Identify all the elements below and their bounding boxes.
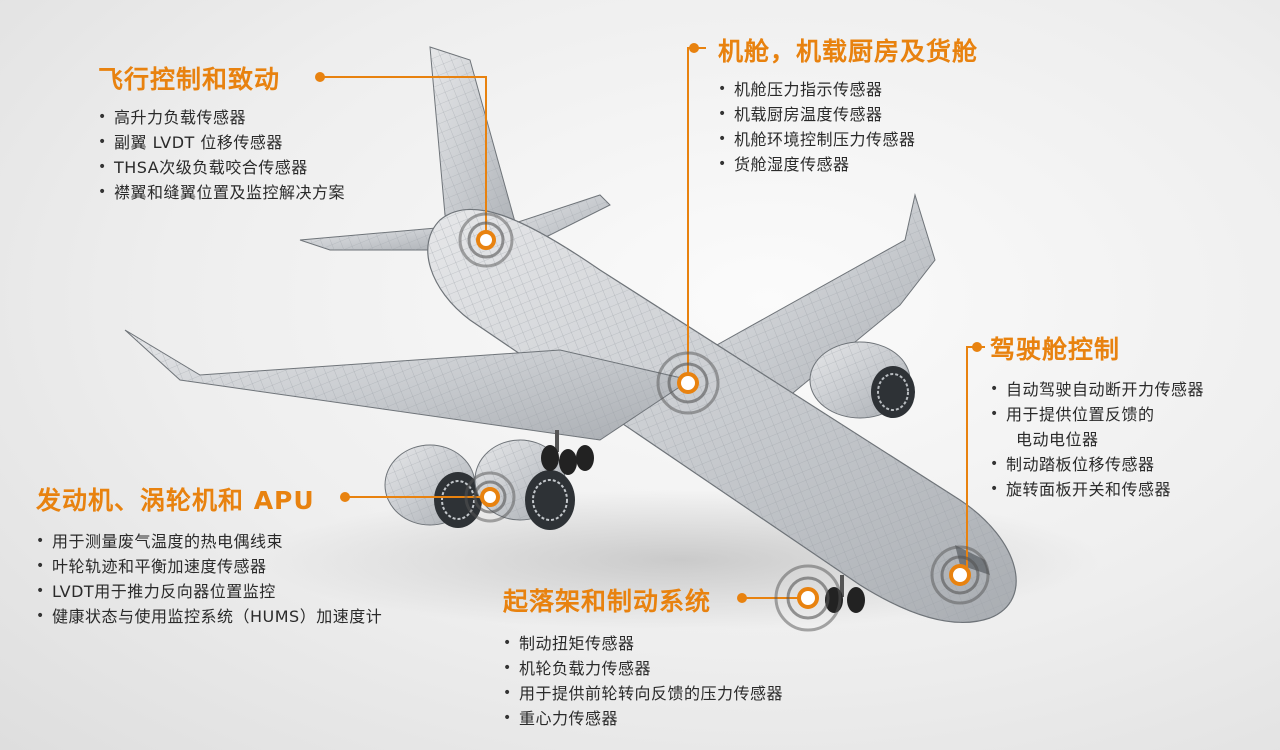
- bullet-list: 机舱压力指示传感器 机载厨房温度传感器 机舱环境控制压力传感器 货舱湿度传感器: [718, 77, 978, 177]
- flight-control-section: 飞行控制和致动 高升力负载传感器 副翼 LVDT 位移传感器 THSA次级负载咬…: [98, 60, 345, 205]
- cabin-section: 机舱，机载厨房及货舱 机舱压力指示传感器 机载厨房温度传感器 机舱环境控制压力传…: [718, 32, 978, 177]
- list-item: 机舱环境控制压力传感器: [718, 127, 978, 152]
- list-item: LVDT用于推力反向器位置监控: [36, 579, 382, 604]
- flight-control-hotspot: [315, 72, 514, 268]
- left-outer-engine: [384, 444, 482, 528]
- list-item: 机轮负载力传感器: [503, 656, 783, 681]
- section-title: 起落架和制动系统: [503, 587, 712, 616]
- engine-hotspot: [340, 471, 516, 523]
- list-item: 健康状态与使用监控系统（HUMS）加速度计: [36, 604, 382, 629]
- section-title: 驾驶舱控制: [990, 335, 1121, 364]
- list-item: 机舱压力指示传感器: [718, 77, 978, 102]
- fuselage: [427, 208, 1017, 623]
- list-item: 自动驾驶自动断开力传感器: [990, 377, 1204, 402]
- bullet-list: 制动扭矩传感器 机轮负载力传感器 用于提供前轮转向反馈的压力传感器 重心力传感器: [503, 631, 783, 731]
- list-item: 电动电位器: [1016, 430, 1099, 449]
- bullet-list: 高升力负载传感器 副翼 LVDT 位移传感器 THSA次级负载咬合传感器 襟翼和…: [98, 105, 345, 205]
- engine-section: 发动机、涡轮机和 APU 用于测量废气温度的热电偶线束 叶轮轨迹和平衡加速度传感…: [36, 481, 382, 629]
- list-item: 高升力负载传感器: [98, 105, 345, 130]
- cockpit-section: 驾驶舱控制 自动驾驶自动断开力传感器 用于提供位置反馈的 电动电位器 制动踏板位…: [990, 330, 1204, 502]
- bullet-list: 用于测量废气温度的热电偶线束 叶轮轨迹和平衡加速度传感器 LVDT用于推力反向器…: [36, 529, 382, 629]
- main-landing-gear: [541, 430, 594, 475]
- section-title: 发动机、涡轮机和 APU: [36, 486, 315, 515]
- landing-gear-section: 起落架和制动系统 制动扭矩传感器 机轮负载力传感器 用于提供前轮转向反馈的压力传…: [503, 582, 783, 731]
- landing-gear-hotspot: [737, 564, 842, 632]
- bullet-list: 自动驾驶自动断开力传感器 用于提供位置反馈的 电动电位器 制动踏板位移传感器 旋…: [990, 377, 1204, 502]
- list-item: 旋转面板开关和传感器: [990, 477, 1204, 502]
- list-item: 重心力传感器: [503, 706, 783, 731]
- section-title: 飞行控制和致动: [98, 65, 281, 94]
- list-item: 机载厨房温度传感器: [718, 102, 978, 127]
- list-item: 制动扭矩传感器: [503, 631, 783, 656]
- list-item: 用于提供位置反馈的: [990, 402, 1204, 427]
- list-item: 副翼 LVDT 位移传感器: [98, 130, 345, 155]
- section-title: 机舱，机载厨房及货舱: [718, 37, 979, 66]
- cockpit-hotspot: [930, 342, 990, 605]
- list-item: 襟翼和缝翼位置及监控解决方案: [98, 180, 345, 205]
- list-item: 叶轮轨迹和平衡加速度传感器: [36, 554, 382, 579]
- list-item: THSA次级负载咬合传感器: [98, 155, 345, 180]
- list-item: 货舱湿度传感器: [718, 152, 978, 177]
- cabin-hotspot: [656, 43, 720, 415]
- right-engine: [809, 341, 915, 419]
- list-item: 制动踏板位移传感器: [990, 452, 1204, 477]
- list-item: 用于测量废气温度的热电偶线束: [36, 529, 382, 554]
- list-item: 用于提供前轮转向反馈的压力传感器: [503, 681, 783, 706]
